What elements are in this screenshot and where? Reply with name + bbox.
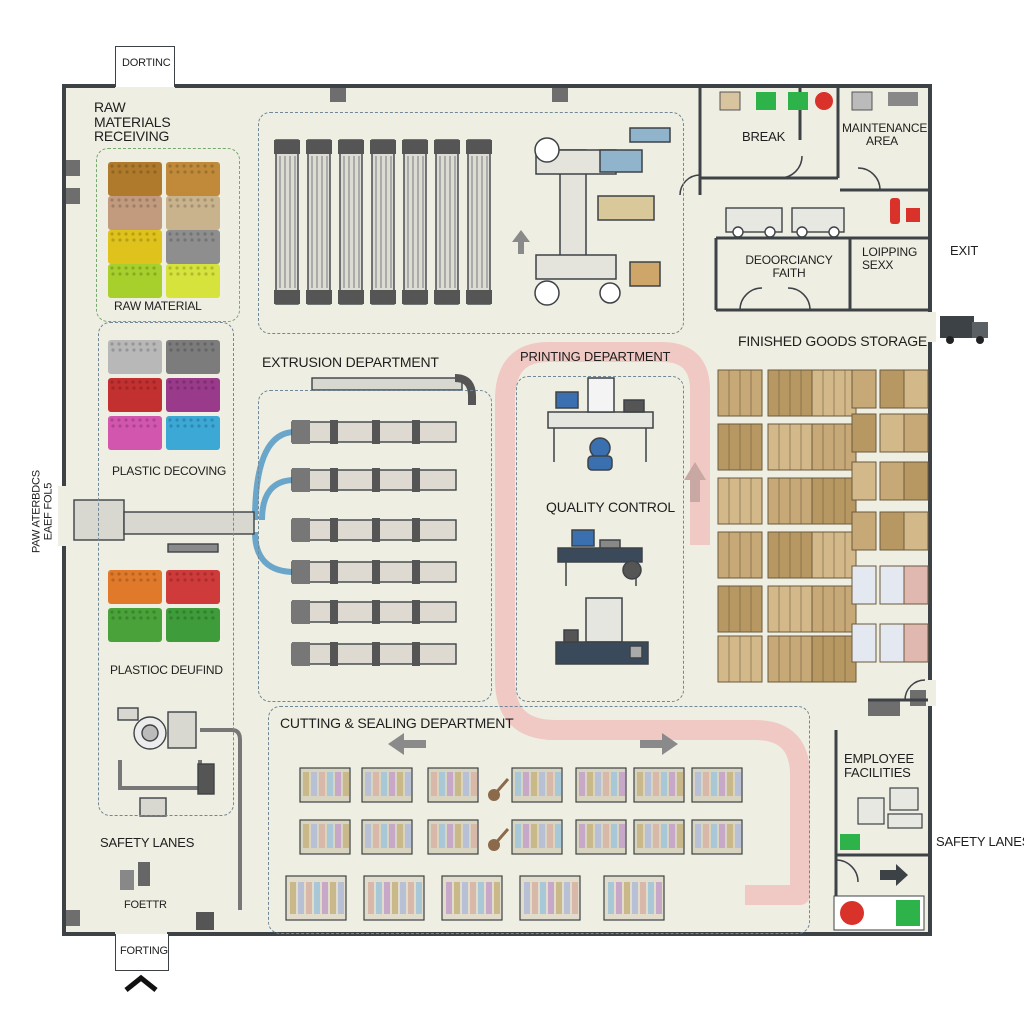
bottom-door-label: FORTING: [120, 945, 168, 957]
break-room-label: BREAK: [742, 129, 786, 144]
fire-exit-icons: [120, 862, 214, 930]
raw-storage-zone: [98, 322, 234, 816]
arrow-right-icon: [640, 733, 678, 755]
exit-gap: [924, 312, 936, 342]
material-bin: [108, 230, 162, 264]
shelf-unit: [903, 565, 929, 605]
material-bin: [166, 378, 220, 412]
qc-workstation-1: [547, 377, 654, 471]
extrusion-label: EXTRUSION DEPARTMENT: [262, 354, 439, 370]
material-bin: [108, 416, 162, 450]
extrusion-zone: [258, 112, 684, 334]
left-gap: [58, 486, 70, 546]
bottom-door[interactable]: [115, 934, 169, 971]
material-bin: [166, 264, 220, 298]
sign-icons: [719, 91, 918, 111]
truck-icon: [940, 316, 988, 344]
raw-side-entrance-label: PAW ATERBDCS EAEF FOL5: [30, 470, 54, 554]
qc-workstation-3: [555, 597, 649, 665]
shipping-label: LOIPPING SEXX: [862, 245, 918, 272]
material-bin: [166, 416, 220, 450]
shelf-unit: [903, 461, 929, 501]
shelf-unit: [903, 511, 929, 551]
fire-extinguisher-icon: [890, 198, 920, 224]
plastic-decoving-label: PLASTIC DECOVING: [112, 464, 227, 478]
extrusion-lines-zone: [258, 390, 492, 702]
fire-exit-label: FOETTR: [124, 899, 167, 911]
shelf-unit: [903, 623, 929, 663]
top-extrusion-duct: [311, 374, 476, 405]
safety-lanes-right-label: SAFETY LANES: [936, 834, 1024, 849]
production-racks: [274, 139, 492, 305]
material-bin: [108, 570, 162, 604]
material-bin: [166, 230, 220, 264]
top-door-label: DORTINC: [122, 57, 171, 69]
material-bin: [108, 162, 162, 196]
material-bin: [166, 340, 220, 374]
cutting-sealing-label: CUTTING & SEALING DEPARTMENT: [280, 715, 514, 731]
shelf-unit: [851, 369, 877, 409]
quality-control-label: QUALITY CONTROL: [546, 499, 675, 515]
winder-machine: [117, 707, 242, 910]
shelf-unit: [879, 369, 905, 409]
safety-lanes-left-label: SAFETY LANES: [100, 835, 195, 850]
shelf-unit: [879, 413, 905, 453]
feed-pipes: [252, 429, 296, 575]
shelf-unit: [851, 565, 877, 605]
dock-label: DEOORCIANCY FAITH: [745, 253, 833, 280]
printing-label: PRINTING DEPARTMENT: [520, 349, 671, 364]
cutting-zone: [268, 706, 810, 934]
door-swings: [679, 155, 926, 883]
material-bin: [166, 162, 220, 196]
shelf-unit: [851, 461, 877, 501]
printing-press: [534, 127, 671, 306]
raw-receiving-label: RAW MATERIALS RECEIVING: [94, 99, 171, 145]
main-extruder: [73, 499, 255, 553]
shelf-unit: [879, 565, 905, 605]
qc-zone: [516, 376, 684, 702]
shelf-unit: [879, 511, 905, 551]
flow-path: [495, 342, 810, 905]
flow-arrow-up-icon: [684, 462, 706, 502]
finished-goods-label: FINISHED GOODS STORAGE: [738, 333, 928, 349]
extrusion-lines: [291, 420, 457, 666]
material-bin: [166, 196, 220, 230]
material-bin: [108, 608, 162, 642]
exit-label: EXIT: [950, 243, 979, 258]
exit-signs: [833, 834, 925, 931]
shelf-unit: [851, 623, 877, 663]
raw-material-bins: [108, 162, 220, 298]
shelf-unit: [879, 623, 905, 663]
material-bin: [108, 264, 162, 298]
material-bin: [166, 608, 220, 642]
qc-workstation-2: [557, 529, 643, 586]
material-bin: [108, 196, 162, 230]
arrow-left-icon: [388, 733, 426, 755]
interior-walls: [698, 88, 928, 930]
material-bin: [166, 570, 220, 604]
blend-bins: [108, 570, 220, 642]
employee-equipment: [857, 787, 923, 829]
raw-receiving-zone: [96, 148, 240, 322]
shelf-unit: [903, 413, 929, 453]
material-bin: [108, 378, 162, 412]
maintenance-label: MAINTENANCE AREA: [842, 121, 928, 148]
bottom-door-arrow-icon: [124, 974, 158, 992]
shelf-unit: [879, 461, 905, 501]
finished-goods-pallets: [717, 369, 929, 683]
material-bin: [108, 340, 162, 374]
shelf-unit: [851, 511, 877, 551]
arrow-up-icon: [512, 230, 530, 254]
shelf-unit: [903, 369, 929, 409]
forklift-trucks: [725, 207, 845, 238]
employee-facilities-label: EMPLOYEE FACILITIES: [844, 751, 914, 780]
raw-material-label: RAW MATERIAL: [114, 299, 202, 313]
plastic-blend-label: PLASTIOC DEUFIND: [110, 663, 223, 677]
top-door[interactable]: [115, 46, 175, 87]
cutting-machines: [285, 767, 743, 921]
shelf-unit: [851, 413, 877, 453]
plastic-bins: [108, 340, 220, 450]
